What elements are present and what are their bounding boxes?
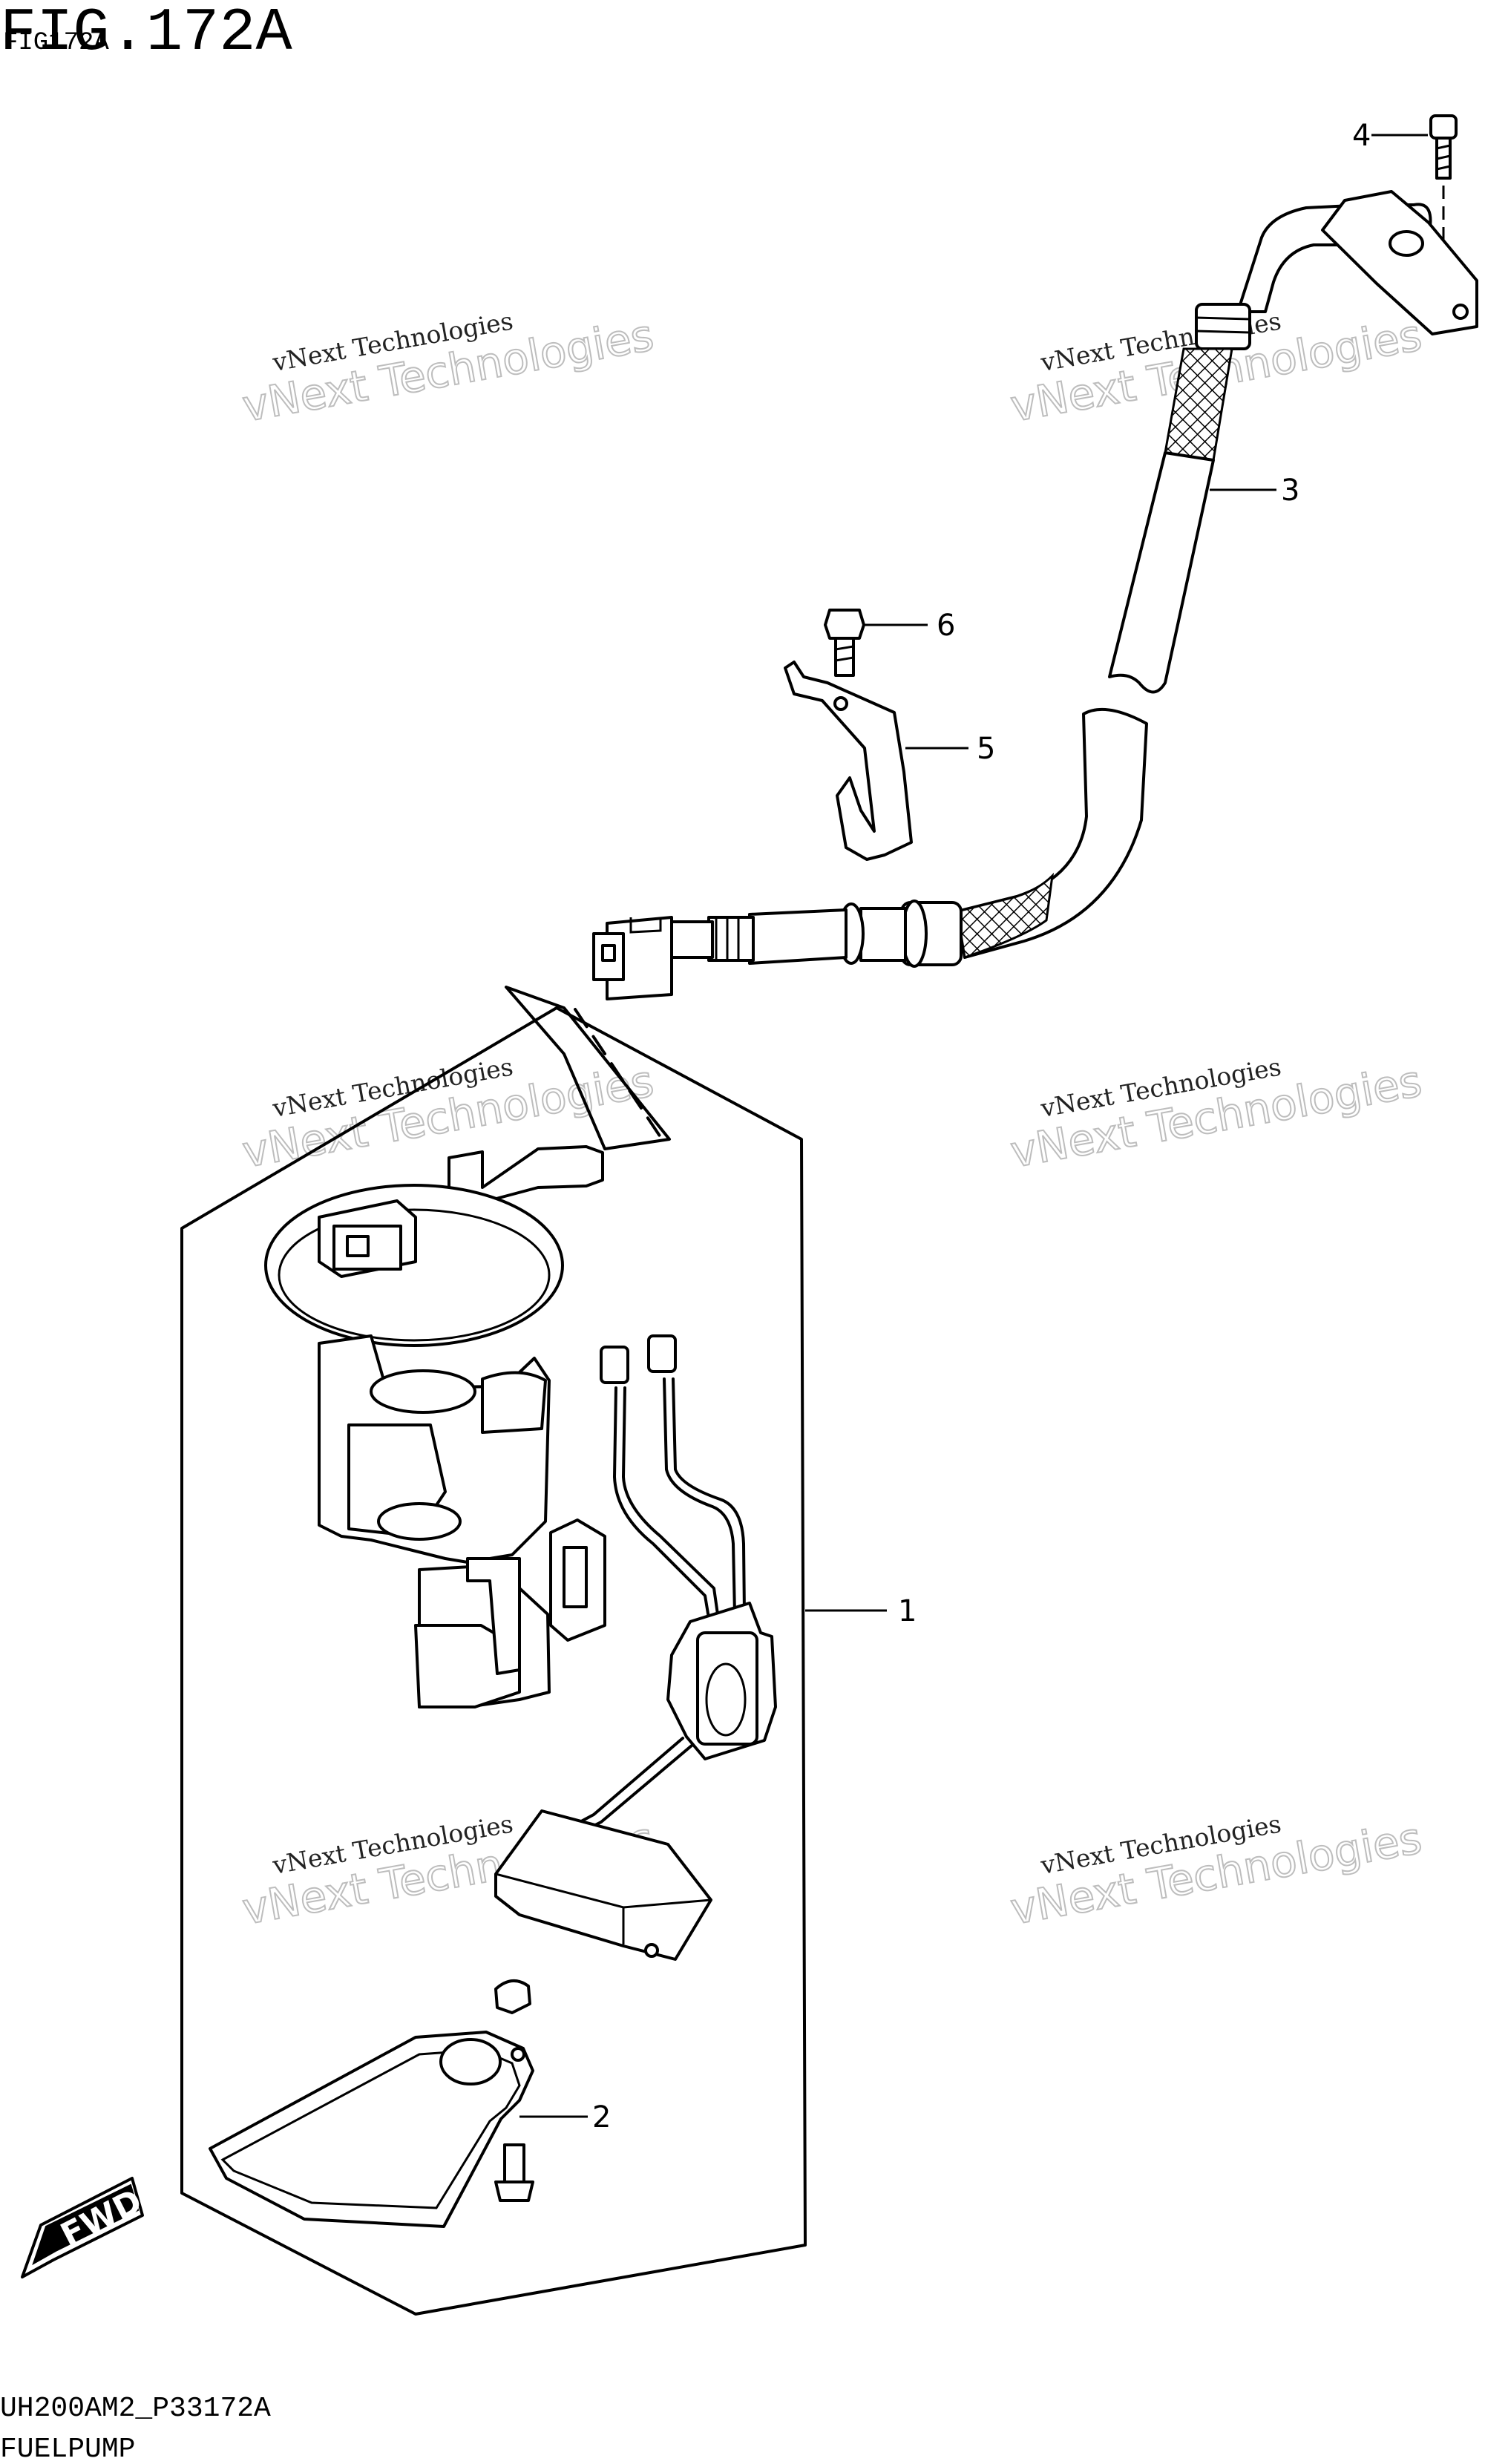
figure-code-overlay: FIG172A bbox=[3, 29, 109, 57]
callout-3: 3 bbox=[1281, 474, 1299, 508]
callout-1: 1 bbox=[898, 1594, 917, 1628]
watermark-top-left: vNext Technologies vNext Technologies bbox=[238, 307, 658, 433]
callout-5: 5 bbox=[977, 732, 995, 766]
assembly-boundary bbox=[180, 986, 807, 2316]
figure-title: FIG.172A bbox=[0, 0, 292, 68]
drawing-code: UH200AM2_P33172A bbox=[0, 2393, 271, 2425]
figure-footer: UH200AM2_P33172A FUELPUMP bbox=[0, 2393, 271, 2464]
part-6-bolt bbox=[824, 609, 865, 677]
watermark-bottom-right: vNext Technologies vNext Technologies bbox=[1006, 1809, 1426, 1936]
part-3-fuel-hose bbox=[1108, 190, 1478, 694]
watermark-mid-right: vNext Technologies vNext Technologies bbox=[1006, 1052, 1426, 1179]
leader-lines bbox=[519, 134, 1428, 2118]
figure-header: FIG.172A FIG172A bbox=[0, 0, 292, 68]
part-3-fuel-hose-lower bbox=[670, 707, 1148, 968]
part-5-clamp bbox=[784, 661, 913, 861]
filter-screw bbox=[494, 2143, 534, 2202]
callout-labels: 4 3 6 5 1 2 bbox=[592, 119, 1371, 2134]
callout-6: 6 bbox=[937, 609, 955, 643]
part-2-fuel-filter bbox=[209, 2031, 534, 2228]
part-1-fuel-pump-assembly bbox=[264, 1145, 777, 2014]
fwd-arrow: FWD bbox=[21, 2177, 148, 2278]
quick-connector bbox=[592, 916, 673, 1000]
callout-2: 2 bbox=[592, 2100, 611, 2134]
part-4-bolt bbox=[1429, 114, 1458, 312]
part-group-name: FUELPUMP bbox=[0, 2434, 135, 2464]
callout-4: 4 bbox=[1352, 119, 1371, 153]
